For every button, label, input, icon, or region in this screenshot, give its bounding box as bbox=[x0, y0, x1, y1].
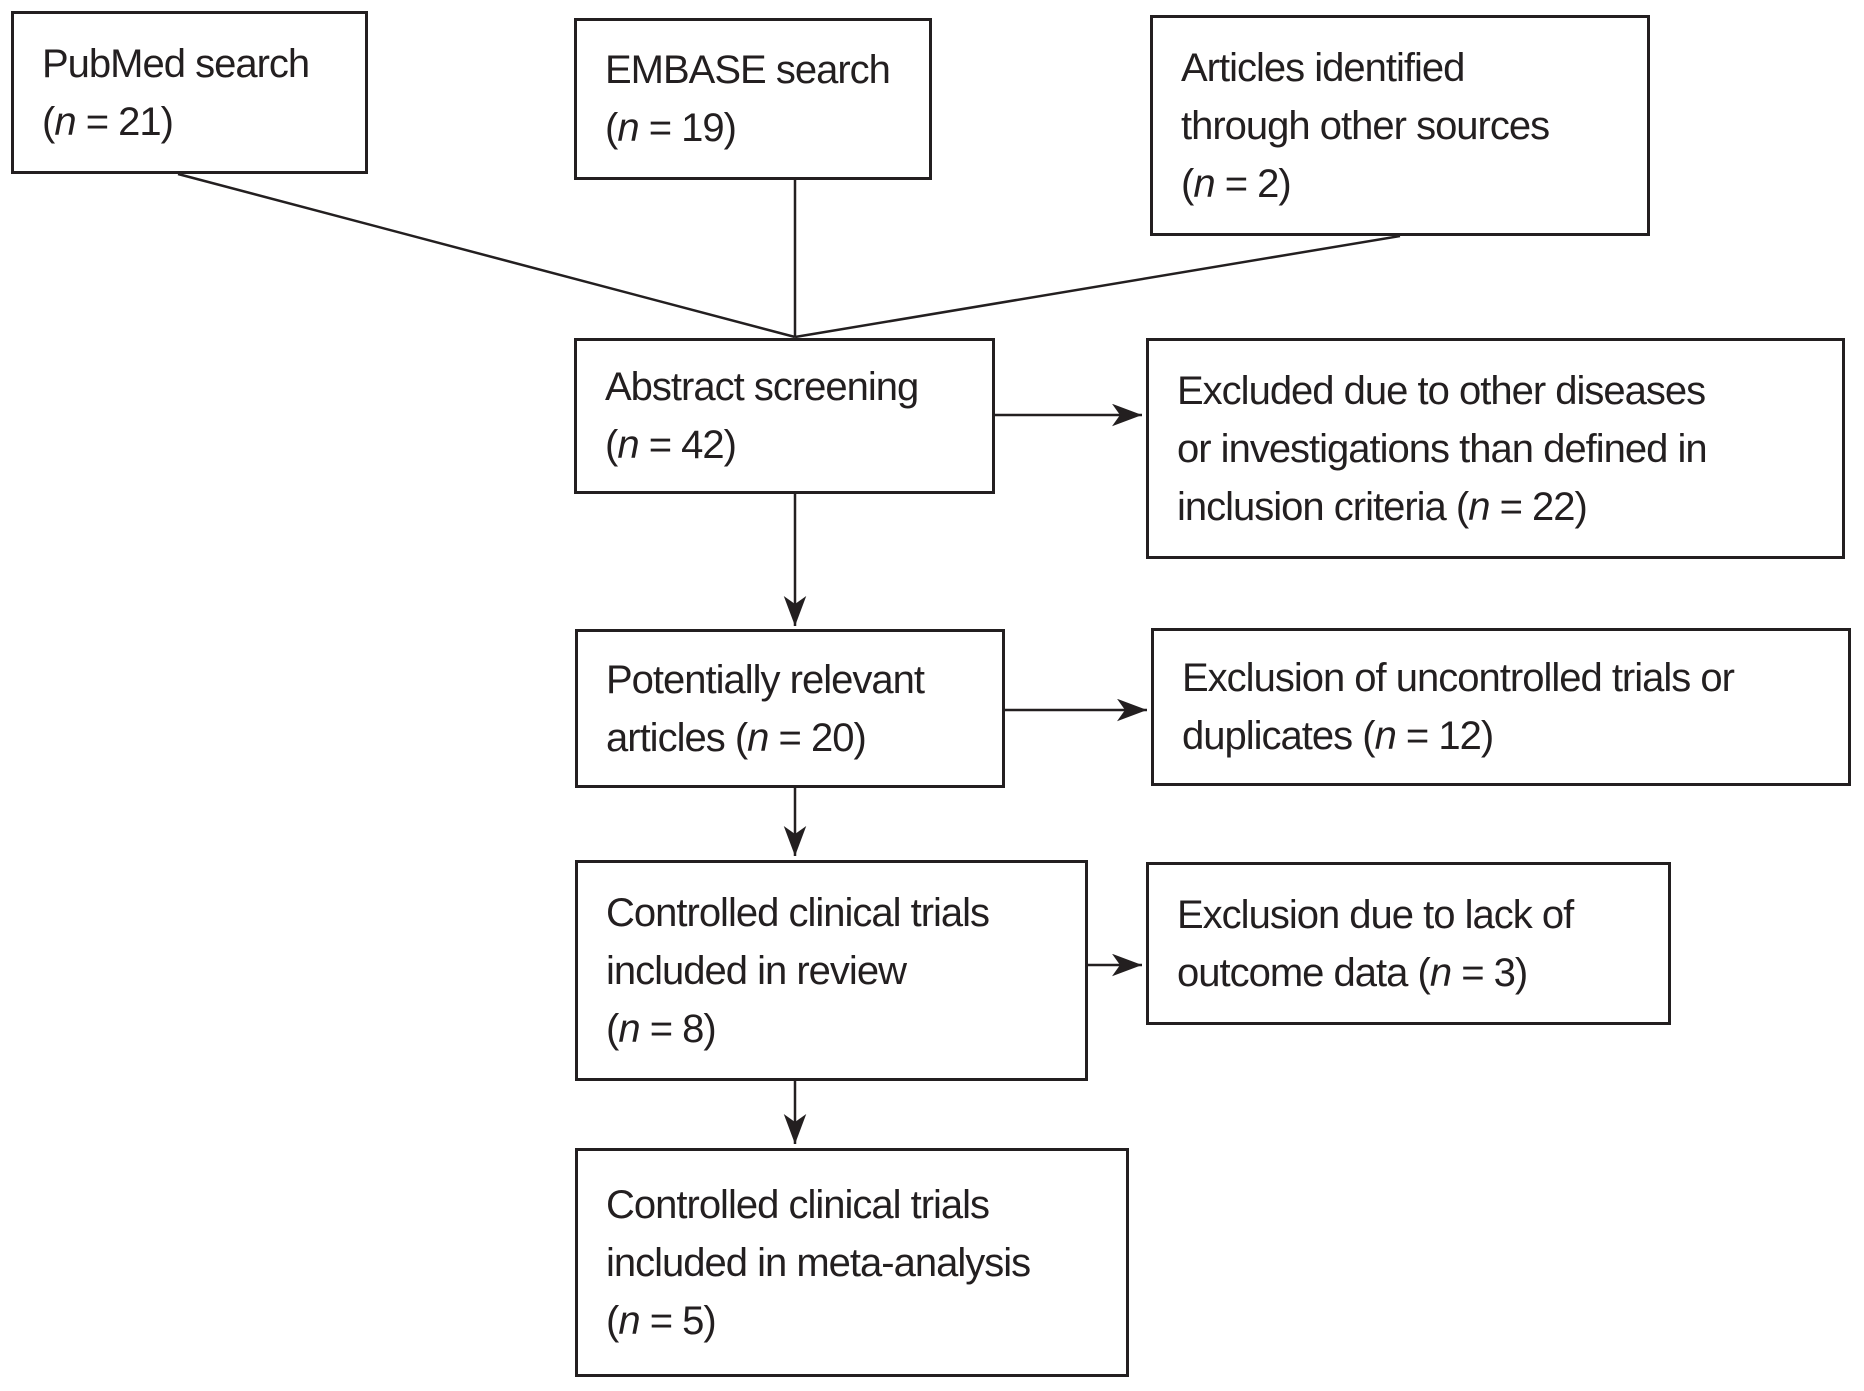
box-embase-search: EMBASE search (n = 19) bbox=[574, 18, 932, 180]
box-text-line: (n = 21) bbox=[42, 99, 174, 144]
box-text-line: Exclusion of uncontrolled trials or bbox=[1182, 656, 1735, 700]
box-text-line: Articles identified bbox=[1181, 45, 1465, 90]
box-other-sources: Articles identified through other source… bbox=[1150, 15, 1650, 236]
box-text-line: (n = 19) bbox=[605, 106, 737, 150]
box-potentially-relevant: Potentially relevant articles (n = 20) bbox=[575, 629, 1005, 788]
box-text-line: PubMed search bbox=[42, 41, 310, 86]
box-text-line: included in meta-analysis bbox=[606, 1240, 1031, 1285]
box-excluded-other-diseases: Excluded due to other diseases or invest… bbox=[1146, 338, 1845, 559]
box-text-line: duplicates (n = 12) bbox=[1182, 714, 1494, 758]
box-text-line: (n = 8) bbox=[606, 1006, 717, 1051]
box-text-line: (n = 5) bbox=[606, 1298, 717, 1343]
box-text-line: Exclusion due to lack of bbox=[1177, 892, 1574, 937]
connector-pubmed-to-abstract bbox=[177, 172, 796, 339]
box-text-line: Potentially relevant bbox=[606, 657, 925, 702]
box-exclusion-outcome-data: Exclusion due to lack of outcome data (n… bbox=[1146, 862, 1671, 1025]
box-text-line: included in review bbox=[606, 948, 907, 993]
box-text-line: Excluded due to other diseases bbox=[1177, 368, 1706, 413]
box-included-in-review: Controlled clinical trials included in r… bbox=[575, 860, 1088, 1081]
box-pubmed-search: PubMed search (n = 21) bbox=[11, 11, 368, 174]
box-text-line: inclusion criteria (n = 22) bbox=[1177, 484, 1588, 529]
connector-other-to-abstract bbox=[794, 234, 1401, 339]
box-text-line: articles (n = 20) bbox=[606, 715, 867, 760]
box-exclusion-uncontrolled: Exclusion of uncontrolled trials or dupl… bbox=[1151, 628, 1851, 786]
box-text-line: (n = 2) bbox=[1181, 161, 1292, 206]
box-text-line: Controlled clinical trials bbox=[606, 890, 990, 935]
box-text-line: Controlled clinical trials bbox=[606, 1182, 990, 1227]
box-text-line: through other sources bbox=[1181, 103, 1550, 148]
box-text-line: EMBASE search bbox=[605, 48, 891, 92]
box-text-line: Abstract screening bbox=[605, 365, 919, 409]
box-text-line: outcome data (n = 3) bbox=[1177, 950, 1528, 995]
box-text-line: (n = 42) bbox=[605, 423, 737, 467]
box-abstract-screening: Abstract screening (n = 42) bbox=[574, 338, 995, 494]
box-included-in-meta-analysis: Controlled clinical trials included in m… bbox=[575, 1148, 1129, 1377]
box-text-line: or investigations than defined in bbox=[1177, 426, 1708, 471]
